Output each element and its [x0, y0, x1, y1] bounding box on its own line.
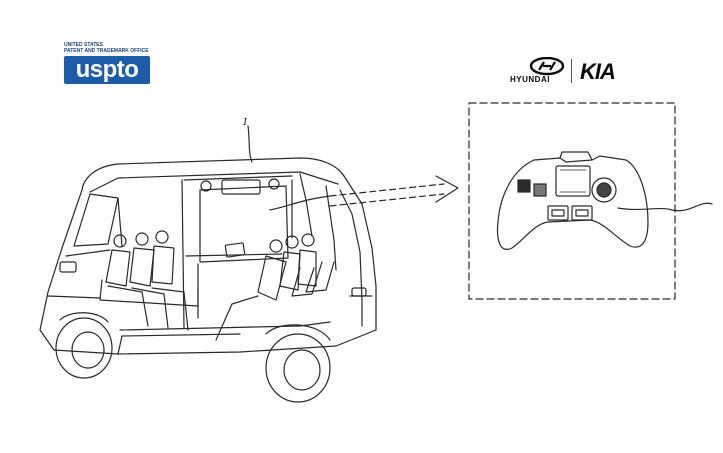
uspto-logo: UNITED STATES PATENT AND TRADEMARK OFFIC…	[64, 42, 154, 87]
passenger-icon	[99, 230, 199, 331]
vehicle-icon	[39, 157, 377, 403]
arrow-head	[435, 175, 459, 203]
reference-numeral: 1	[242, 114, 248, 128]
hyundai-logo-icon	[529, 57, 565, 76]
hyundai-wordmark: HYUNDAI	[510, 75, 550, 84]
arrow-icon	[329, 183, 445, 207]
game-controller-icon	[496, 151, 649, 250]
controller-leader-line	[617, 202, 713, 212]
brand-logos: HYUNDAI KIA	[505, 57, 635, 87]
reference-leader-line	[247, 125, 253, 163]
brand-divider	[571, 59, 572, 83]
uspto-office-text: UNITED STATES PATENT AND TRADEMARK OFFIC…	[64, 42, 149, 54]
kia-wordmark: KIA	[580, 59, 616, 84]
uspto-badge: uspto	[64, 56, 150, 84]
passenger-icon	[215, 233, 335, 341]
controller-detail-box	[468, 102, 676, 300]
